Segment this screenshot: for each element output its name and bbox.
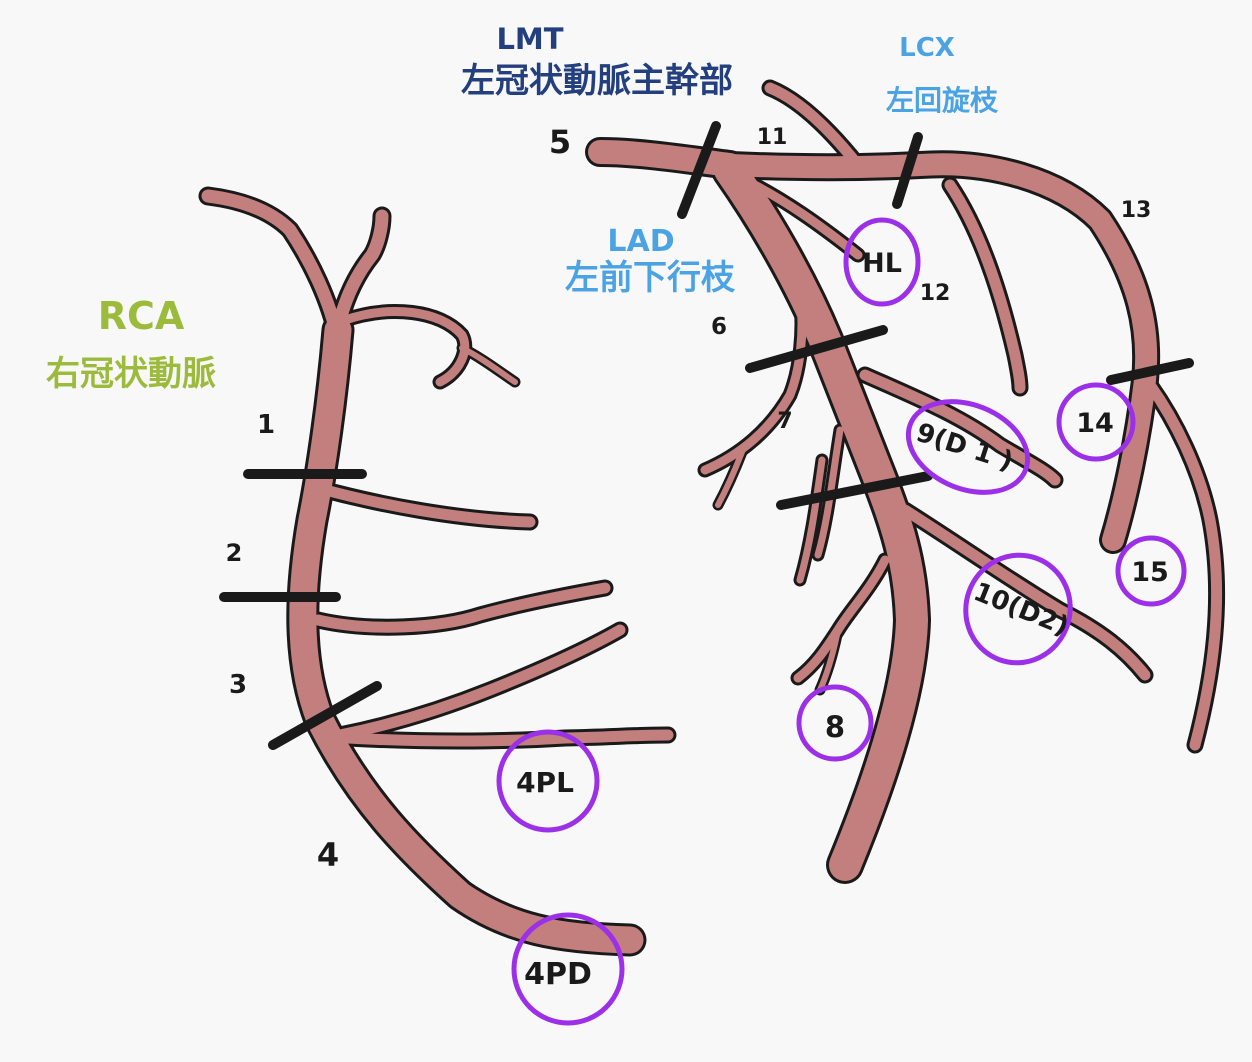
lcx-12 (944, 179, 1026, 394)
lad-6 (700, 290, 807, 475)
divider-lad-6-7 (745, 325, 888, 373)
lad-d1 (859, 369, 1061, 486)
rca-branch-2 (312, 582, 611, 633)
ring-10 (963, 552, 1073, 666)
rca-rv-top (340, 307, 470, 387)
divider-lcx-13-14 (1106, 358, 1194, 385)
rca-top-branch (201, 189, 345, 347)
segment-6: 6 (711, 314, 727, 340)
rca-abbr: RCA (98, 294, 185, 338)
segment-1: 1 (257, 410, 275, 440)
lcx-abbr: LCX (899, 33, 955, 63)
ring-hl (843, 217, 921, 307)
ring-14 (1056, 382, 1136, 462)
rca-name: 右冠状動脈 (46, 354, 216, 394)
label-14: 14 (1076, 408, 1114, 439)
segment-5: 5 (549, 123, 571, 161)
label-hl: HL (862, 248, 902, 279)
rca-conus (333, 209, 389, 327)
rca-rv-top-tip (459, 345, 518, 385)
ring-9 (905, 399, 1031, 495)
lad-name: 左前下行枝 (565, 258, 736, 298)
ring-4pl (496, 729, 600, 833)
rca-pl (342, 729, 674, 747)
lad-d2 (899, 504, 1151, 681)
rca-trunk-outline (286, 313, 647, 957)
label-4pl: 4PL (516, 766, 574, 799)
rca-branch-3 (334, 624, 626, 741)
segment-dividers (219, 121, 1194, 750)
lad-7a (796, 456, 826, 584)
lcx-name: 左回旋枝 (886, 84, 999, 117)
lcx-12-outline (941, 176, 1029, 397)
label-8: 8 (825, 710, 845, 744)
lad-6-tip (715, 449, 745, 508)
label-15: 15 (1131, 557, 1169, 588)
artery-titles: RCA 右冠状動脈 LMT 左冠状動脈主幹部 LCX 左回旋枝 LAD 左前下行… (46, 22, 999, 394)
lcx-15 (1144, 379, 1223, 751)
segment-12: 12 (920, 281, 951, 306)
ring-8 (796, 684, 874, 762)
vessel-outlines (198, 79, 1226, 957)
label-4pd: 4PD (524, 957, 592, 992)
segment-13: 13 (1121, 198, 1152, 223)
segment-2: 2 (226, 539, 243, 567)
lmt-name: 左冠状動脈主幹部 (461, 61, 733, 101)
divider-rca-3-4 (268, 681, 382, 750)
rca-branch-1 (312, 482, 536, 528)
lad-8b (817, 627, 841, 693)
lcx-trunk (719, 153, 1158, 551)
lad-hl (740, 175, 863, 260)
lmt-abbr: LMT (496, 22, 563, 56)
lcx-11 (764, 82, 864, 171)
segment-11: 11 (757, 125, 788, 150)
lad-abbr: LAD (607, 224, 674, 259)
segment-numbers: 1 2 3 4 5 6 7 11 12 13 (226, 123, 1152, 874)
divider-lmt (677, 121, 721, 219)
ring-15 (1115, 535, 1187, 607)
ring-4pd (511, 912, 625, 1026)
segment-7: 7 (777, 409, 792, 434)
segment-4: 4 (317, 836, 339, 874)
lad-8 (793, 555, 890, 683)
segment-3: 3 (229, 670, 247, 700)
rca-trunk (289, 316, 644, 954)
divider-lad-7-8 (776, 471, 933, 510)
divider-lcx (892, 132, 923, 209)
